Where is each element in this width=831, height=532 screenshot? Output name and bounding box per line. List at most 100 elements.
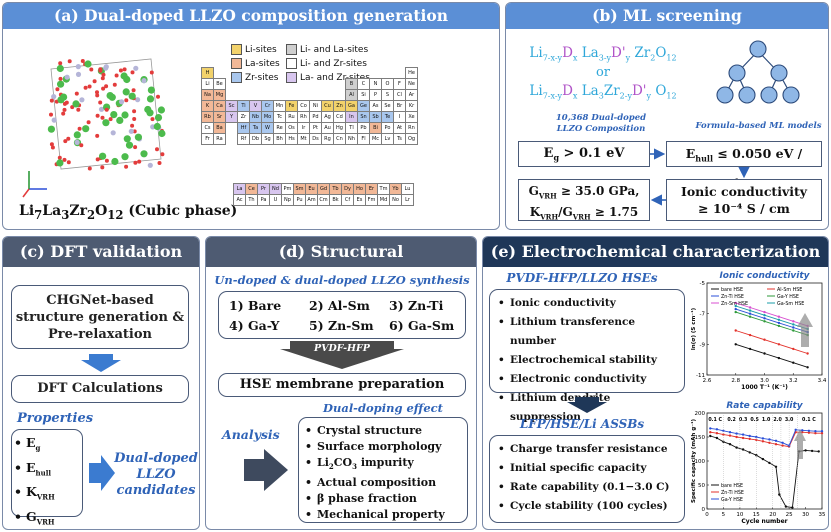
x-tick-label: 2.8	[731, 378, 740, 384]
criterion-ionic: Ionic conductivity≥ 10⁻⁴ S / cm	[666, 179, 822, 221]
data-point	[794, 428, 797, 431]
rate-label: 1.0	[762, 417, 771, 423]
data-point	[768, 461, 771, 465]
element-cell: P	[369, 89, 382, 101]
atom	[124, 164, 129, 169]
legend-label: Zn-Ti HSE	[721, 490, 744, 496]
element-cell: Gd	[317, 183, 330, 195]
data-point	[735, 432, 738, 435]
data-point	[748, 434, 751, 438]
x-tick-label: 15	[753, 512, 760, 518]
data-point	[781, 441, 784, 444]
element-cell: Mg	[213, 89, 226, 101]
data-point	[722, 429, 725, 432]
hse-title: PVDF-HFP/LLZO HSEs	[506, 271, 658, 285]
data-point	[763, 338, 766, 341]
atom	[66, 136, 71, 141]
element-cell: Te	[381, 111, 394, 123]
atom	[73, 131, 81, 139]
element-cell: Pu	[293, 194, 306, 206]
data-point	[792, 347, 795, 351]
element-cell: La	[233, 183, 246, 195]
atom	[55, 87, 60, 92]
flow-arrows	[650, 148, 750, 206]
atom	[89, 67, 94, 72]
atom	[122, 67, 127, 72]
y-axis-label: ln(σ) (S cm⁻¹)	[690, 307, 697, 350]
atom	[132, 117, 137, 121]
data-point	[734, 329, 737, 332]
data-point	[741, 448, 745, 451]
data-point	[735, 446, 738, 449]
element-cell: Pd	[309, 111, 322, 123]
element-cell: Ge	[357, 100, 370, 112]
y-tick-label: 0	[702, 507, 706, 513]
atom	[49, 98, 54, 103]
element-cell: Am	[305, 194, 318, 206]
legend-item-la-zr: La- and Zr-sites	[286, 71, 416, 85]
data-point	[715, 436, 719, 440]
property-kvrh: KVRH	[12, 482, 82, 507]
hse-item-2: Lithium transference number	[496, 313, 684, 351]
data-point	[748, 347, 752, 351]
legend-label: Zn-Sm HSE	[721, 301, 748, 307]
data-point	[709, 431, 712, 434]
atom	[76, 107, 81, 112]
atom	[56, 159, 64, 167]
data-point	[777, 324, 781, 328]
y-tick-label: 200	[695, 411, 706, 417]
atom	[95, 90, 99, 95]
data-point	[792, 326, 795, 329]
dft-calculations-box: DFT Calculations	[11, 375, 189, 403]
atom	[108, 117, 113, 122]
atom	[157, 161, 162, 165]
atom	[92, 79, 97, 84]
hse-item-1: Ionic conductivity	[496, 294, 684, 313]
element-cell: Bh	[273, 133, 286, 145]
legend-label: Al-Sm HSE	[777, 287, 802, 293]
element-cell: Eu	[305, 183, 318, 195]
element-cell: H	[201, 67, 214, 79]
element-cell: Si	[357, 89, 370, 101]
crystal-structure-image	[22, 58, 166, 198]
element-cell: Ru	[285, 111, 298, 123]
crystal-label: Li7La3Zr2O12 (Cubic phase)	[19, 203, 238, 222]
properties-box: Eg Ehull KVRH GVRH	[11, 429, 83, 526]
data-point	[761, 457, 765, 461]
assb-title: LFP/HSE/Li ASSBs	[519, 417, 645, 431]
element-cell: S	[381, 89, 394, 101]
y-tick-label: 50	[698, 483, 705, 489]
element-cell: Ne	[405, 78, 418, 90]
atom	[130, 123, 135, 128]
data-point	[781, 444, 784, 447]
atom	[58, 76, 63, 81]
element-cell: Lr	[401, 194, 414, 206]
atom	[158, 129, 166, 138]
atom	[100, 115, 105, 120]
data-point	[728, 443, 732, 446]
pvdf-hfp-arrow	[280, 341, 404, 369]
element-cell: Dy	[341, 183, 354, 195]
panel-c-header: (c) DFT validation	[3, 237, 199, 267]
atom	[106, 92, 114, 100]
panel-a: (a) Dual-doped LLZO composition generati…	[2, 2, 500, 230]
analysis-label: Analysis	[222, 427, 280, 442]
atom	[128, 92, 136, 100]
element-cell: Np	[281, 194, 294, 206]
atom	[66, 160, 71, 165]
data-point	[748, 309, 752, 312]
atom	[82, 125, 90, 133]
data-point	[792, 329, 795, 332]
atom	[98, 106, 105, 112]
element-cell: Lv	[381, 133, 394, 145]
atom	[133, 160, 138, 165]
y-tick-label: -7	[700, 312, 706, 318]
element-cell: Nd	[269, 183, 282, 195]
element-cell: Fr	[201, 133, 214, 145]
data-point	[715, 432, 719, 435]
element-cell: Zn	[333, 100, 346, 112]
data-point	[820, 432, 824, 435]
panel-e-header: (e) Electrochemical characterization	[483, 237, 828, 267]
element-cell: Ce	[245, 183, 258, 195]
